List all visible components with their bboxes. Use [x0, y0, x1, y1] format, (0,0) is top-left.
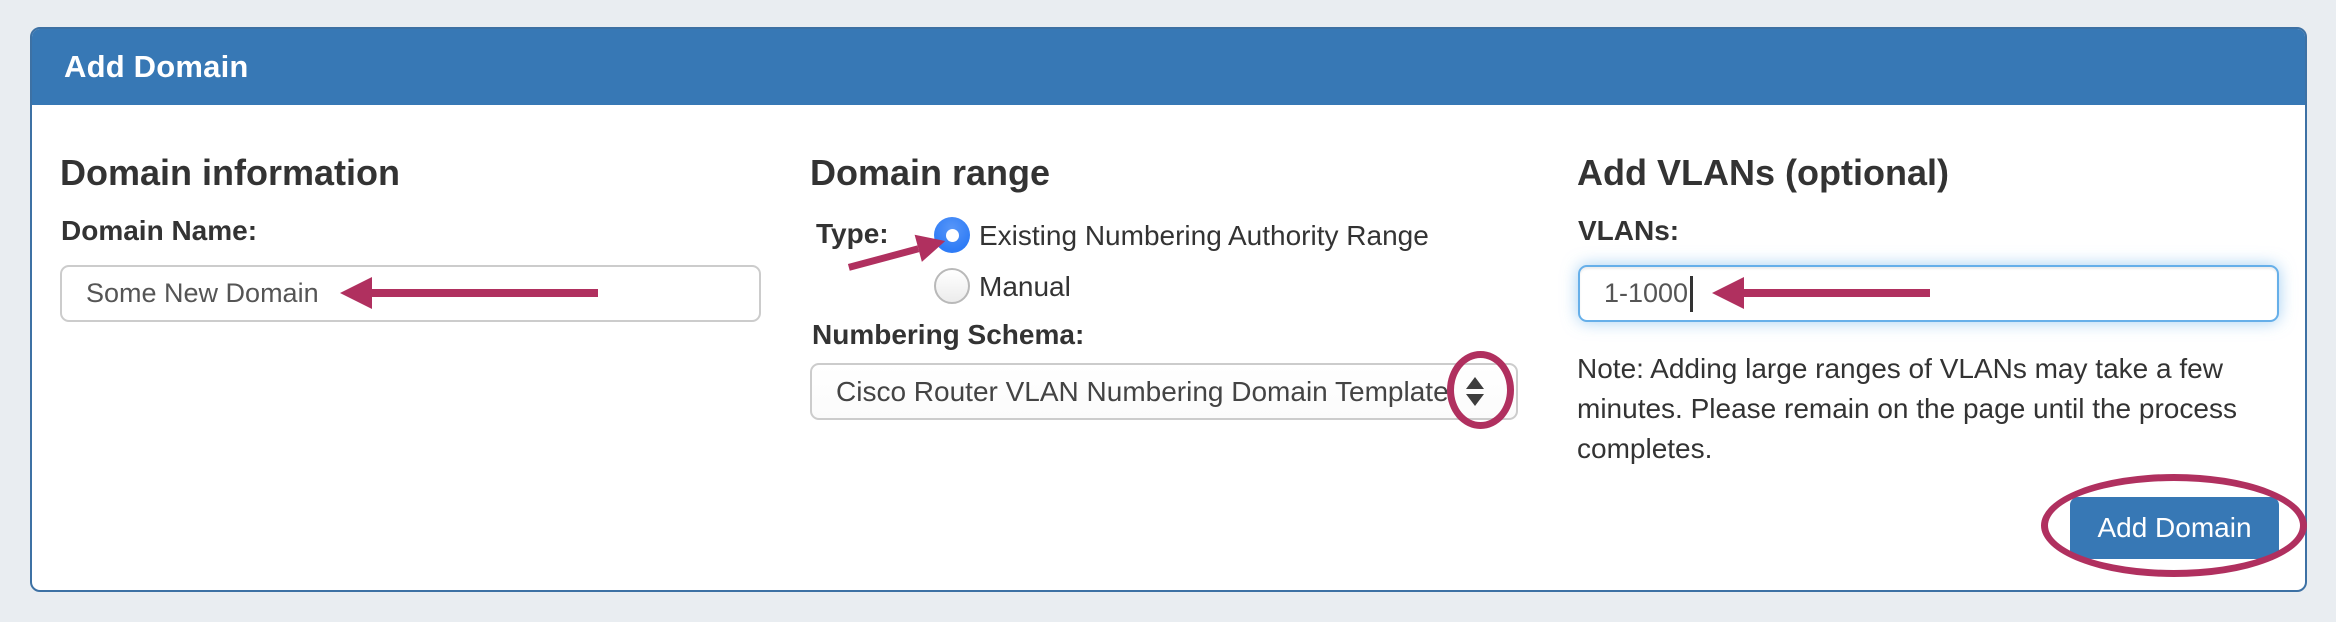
section-heading-add-vlans: Add VLANs (optional) — [1577, 152, 1949, 193]
numbering-schema-value: Cisco Router VLAN Numbering Domain Templ… — [836, 375, 1449, 407]
radio-label-existing-numbering-authority-range[interactable]: Existing Numbering Authority Range — [979, 220, 1429, 251]
section-heading-domain-range: Domain range — [810, 152, 1051, 193]
section-heading-domain-information: Domain information — [60, 152, 400, 193]
radio-manual[interactable] — [934, 268, 970, 304]
text-cursor — [1690, 275, 1694, 312]
triangle-up-icon — [1466, 377, 1484, 389]
vlans-label: VLANs: — [1578, 215, 1680, 246]
radio-dot — [945, 228, 959, 242]
vlans-input[interactable]: 1-1000 — [1578, 265, 2279, 322]
triangle-down-icon — [1466, 394, 1484, 406]
numbering-schema-label: Numbering Schema: — [812, 319, 1085, 350]
vlans-value: 1-1000 — [1604, 278, 1689, 308]
select-spinner-icon — [1466, 377, 1484, 406]
panel-header: Add Domain — [32, 29, 2305, 105]
type-label: Type: — [816, 218, 889, 249]
domain-name-input[interactable]: Some New Domain — [60, 265, 761, 322]
domain-name-label: Domain Name: — [61, 215, 258, 246]
domain-name-value: Some New Domain — [86, 278, 319, 308]
radio-label-manual[interactable]: Manual — [979, 271, 1071, 302]
vlans-note: Note: Adding large ranges of VLANs may t… — [1577, 353, 2237, 464]
panel-title: Add Domain — [64, 49, 249, 84]
radio-existing-numbering-authority-range[interactable] — [934, 217, 970, 253]
add-domain-button[interactable]: Add Domain — [2070, 497, 2279, 559]
numbering-schema-select[interactable]: Cisco Router VLAN Numbering Domain Templ… — [810, 363, 1518, 420]
